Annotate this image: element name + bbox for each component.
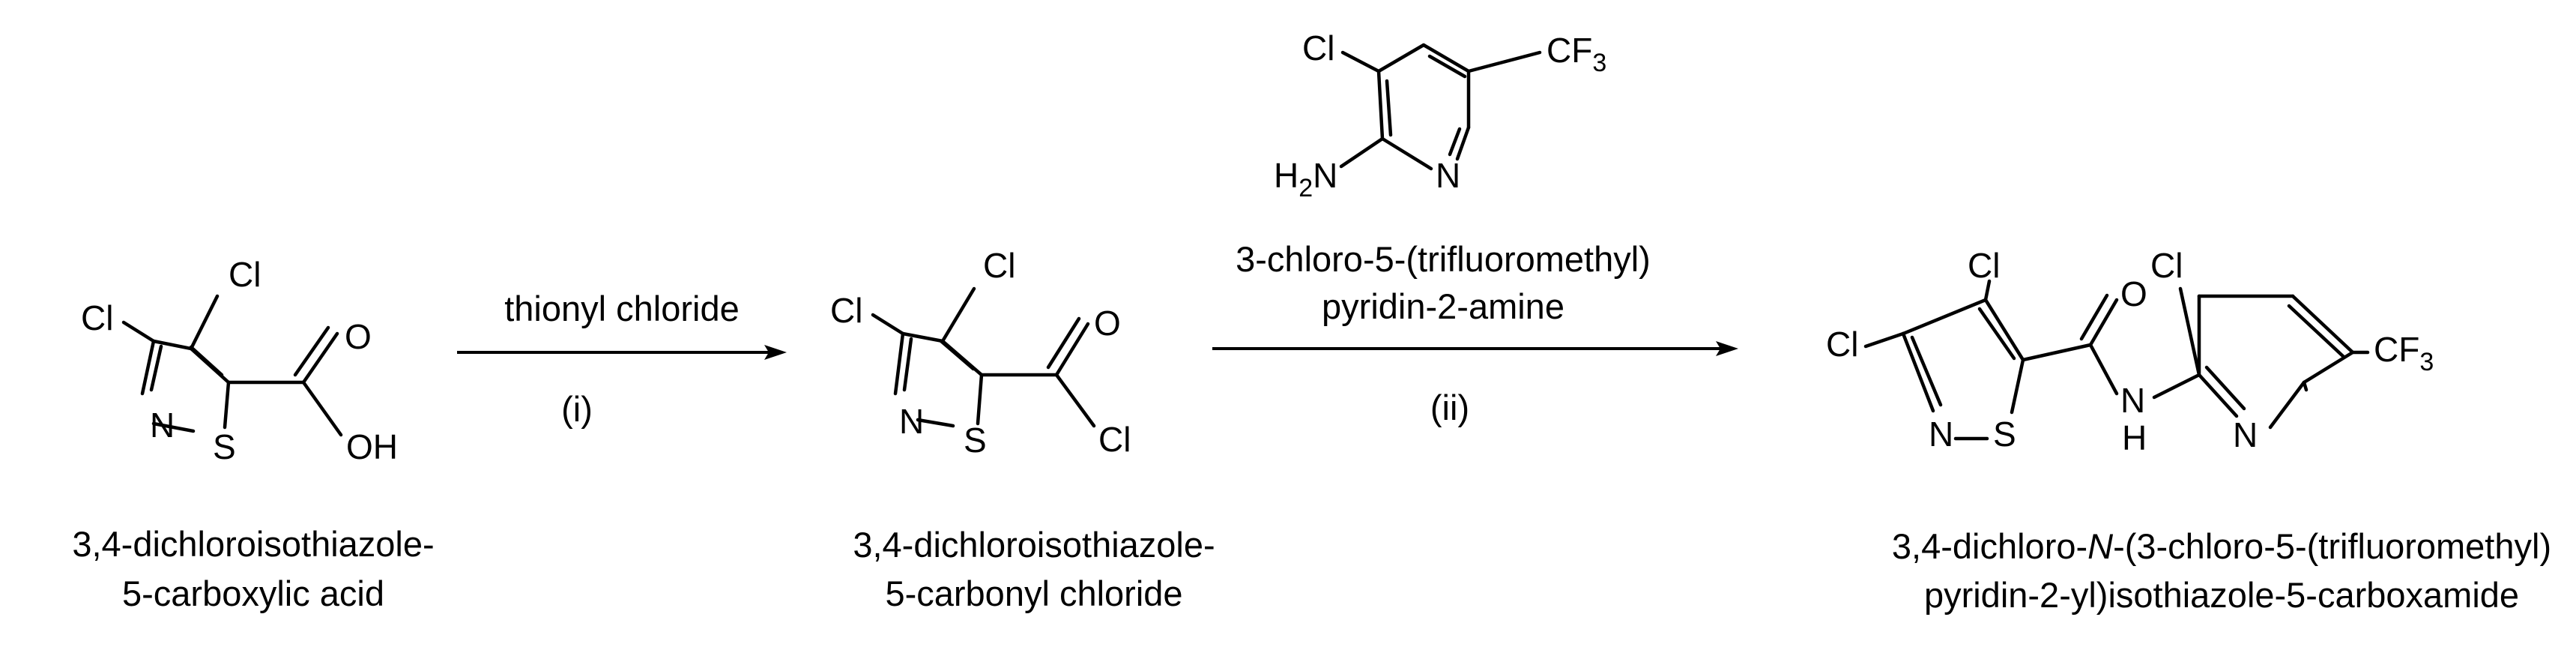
bond (2291, 294, 2355, 355)
bond (149, 344, 163, 392)
bond (1376, 43, 1426, 73)
bond (902, 337, 913, 392)
bond (2287, 304, 2346, 359)
product-atom-cl-4: Cl (1968, 246, 2000, 285)
bond (151, 339, 193, 351)
bond (916, 418, 955, 428)
bond (1054, 373, 1096, 428)
bond (301, 380, 343, 437)
intermediate-atom-o: O (1094, 304, 1121, 343)
bond (893, 331, 905, 396)
reagent2-atom-cf: CF3 (1546, 31, 1606, 77)
intermediate-bonds (871, 286, 1096, 428)
bond (1385, 79, 1393, 137)
reagent2-name-line2: pyridin-2-amine (1322, 286, 1564, 326)
bond (940, 286, 976, 343)
bond (2088, 343, 2119, 396)
bond (939, 339, 976, 371)
bond (1448, 127, 1462, 157)
bond (1054, 322, 1090, 377)
intermediate-atom-s: S (964, 421, 987, 460)
intermediate-atom-cl-acyl: Cl (1098, 420, 1131, 459)
product-atom-n-isothiazole: N (1929, 415, 1953, 454)
bond (1983, 298, 2025, 362)
product-atom-h-amide: H (2122, 418, 2147, 457)
reactant-atom-cl-4: Cl (229, 255, 261, 294)
bond (1977, 307, 2016, 361)
product-name-line2: pyridin-2-yl)isothiazole-5-carboxamide (1924, 575, 2519, 615)
step2-arrow (1212, 341, 1738, 356)
bond (2197, 373, 2239, 418)
bond (1863, 331, 1905, 349)
bond (1455, 125, 1471, 161)
bond (1466, 50, 1542, 73)
bond (1910, 335, 1943, 407)
bond (293, 325, 330, 377)
product-atom-o: O (2120, 274, 2147, 313)
reagent2-bonds (1339, 43, 1542, 171)
bond (2268, 380, 2306, 430)
intermediate-atom-cl-3: Cl (830, 291, 862, 330)
bond (1421, 43, 1471, 73)
bond (1376, 69, 1385, 141)
bond (1339, 136, 1385, 169)
product-atom-cl-3: Cl (1826, 325, 1858, 364)
product-bonds (1863, 279, 2370, 441)
reagent2-name-line1: 3-chloro-5-(trifluoromethyl) (1236, 239, 1651, 279)
bond (1046, 316, 1081, 370)
bond (189, 294, 220, 351)
bond (1983, 279, 1992, 302)
product-atom-cl-pyridine: Cl (2150, 246, 2183, 285)
bond (2152, 373, 2201, 400)
bond (1380, 136, 1433, 171)
intermediate-name-line2: 5-carbonyl chloride (885, 574, 1182, 613)
intermediate-atoms: Cl Cl N S O Cl (830, 246, 1131, 460)
bond (301, 331, 339, 385)
product-atom-n-amide: N (2120, 381, 2145, 420)
bond (2178, 286, 2201, 377)
product-atoms: Cl Cl N S O N H Cl CF3 N (1826, 246, 2434, 457)
bond (1901, 298, 1988, 336)
bond (871, 313, 905, 336)
reagent2-atom-h2n: H2N (1274, 156, 1337, 202)
reactant-atoms: Cl Cl N S O OH (81, 255, 398, 466)
intermediate-name-line1: 3,4-dichloroisothiazole- (853, 525, 1215, 565)
bond (140, 339, 156, 396)
bond (901, 331, 945, 343)
bond (223, 380, 231, 430)
bond (2088, 298, 2119, 347)
product-atom-n-pyridine: N (2233, 415, 2258, 454)
bond (1901, 331, 1935, 413)
bond (2079, 293, 2109, 341)
step2-label: (ii) (1430, 388, 1469, 427)
bond (189, 345, 224, 377)
product-atom-s: S (1993, 415, 2016, 454)
reagent2-atoms: Cl CF3 H2N N (1274, 28, 1606, 202)
reactant-atom-oh: OH (346, 427, 398, 466)
reactant-atom-s: S (213, 427, 236, 466)
bond (2204, 365, 2246, 411)
reactant-bonds (121, 294, 343, 437)
reagent2-atom-cl: Cl (1302, 28, 1334, 67)
bond (1427, 54, 1467, 79)
reactant-name-line1: 3,4-dichloroisothiazole- (72, 524, 434, 564)
intermediate-atom-cl-4: Cl (983, 246, 1015, 285)
step1-label: (i) (561, 389, 593, 429)
product-atom-cf3: CF3 (2374, 330, 2434, 376)
step1-arrow (457, 345, 787, 360)
reactant-atom-cl-3: Cl (81, 298, 113, 337)
reagent2-atom-n-ring: N (1436, 156, 1460, 195)
bond (2021, 343, 2093, 362)
bond (976, 373, 984, 426)
product-name-line1: 3,4-dichloro-N-(3-chloro-5-(trifluoromet… (1892, 526, 2551, 566)
bond (2010, 358, 2025, 415)
reactant-atom-o: O (345, 317, 372, 356)
reactant-name-line2: 5-carboxylic acid (122, 574, 384, 613)
bond (1340, 50, 1381, 73)
bond (121, 320, 156, 343)
bond (2302, 380, 2309, 392)
step1-reagent: thionyl chloride (504, 289, 740, 328)
bond (151, 421, 196, 433)
